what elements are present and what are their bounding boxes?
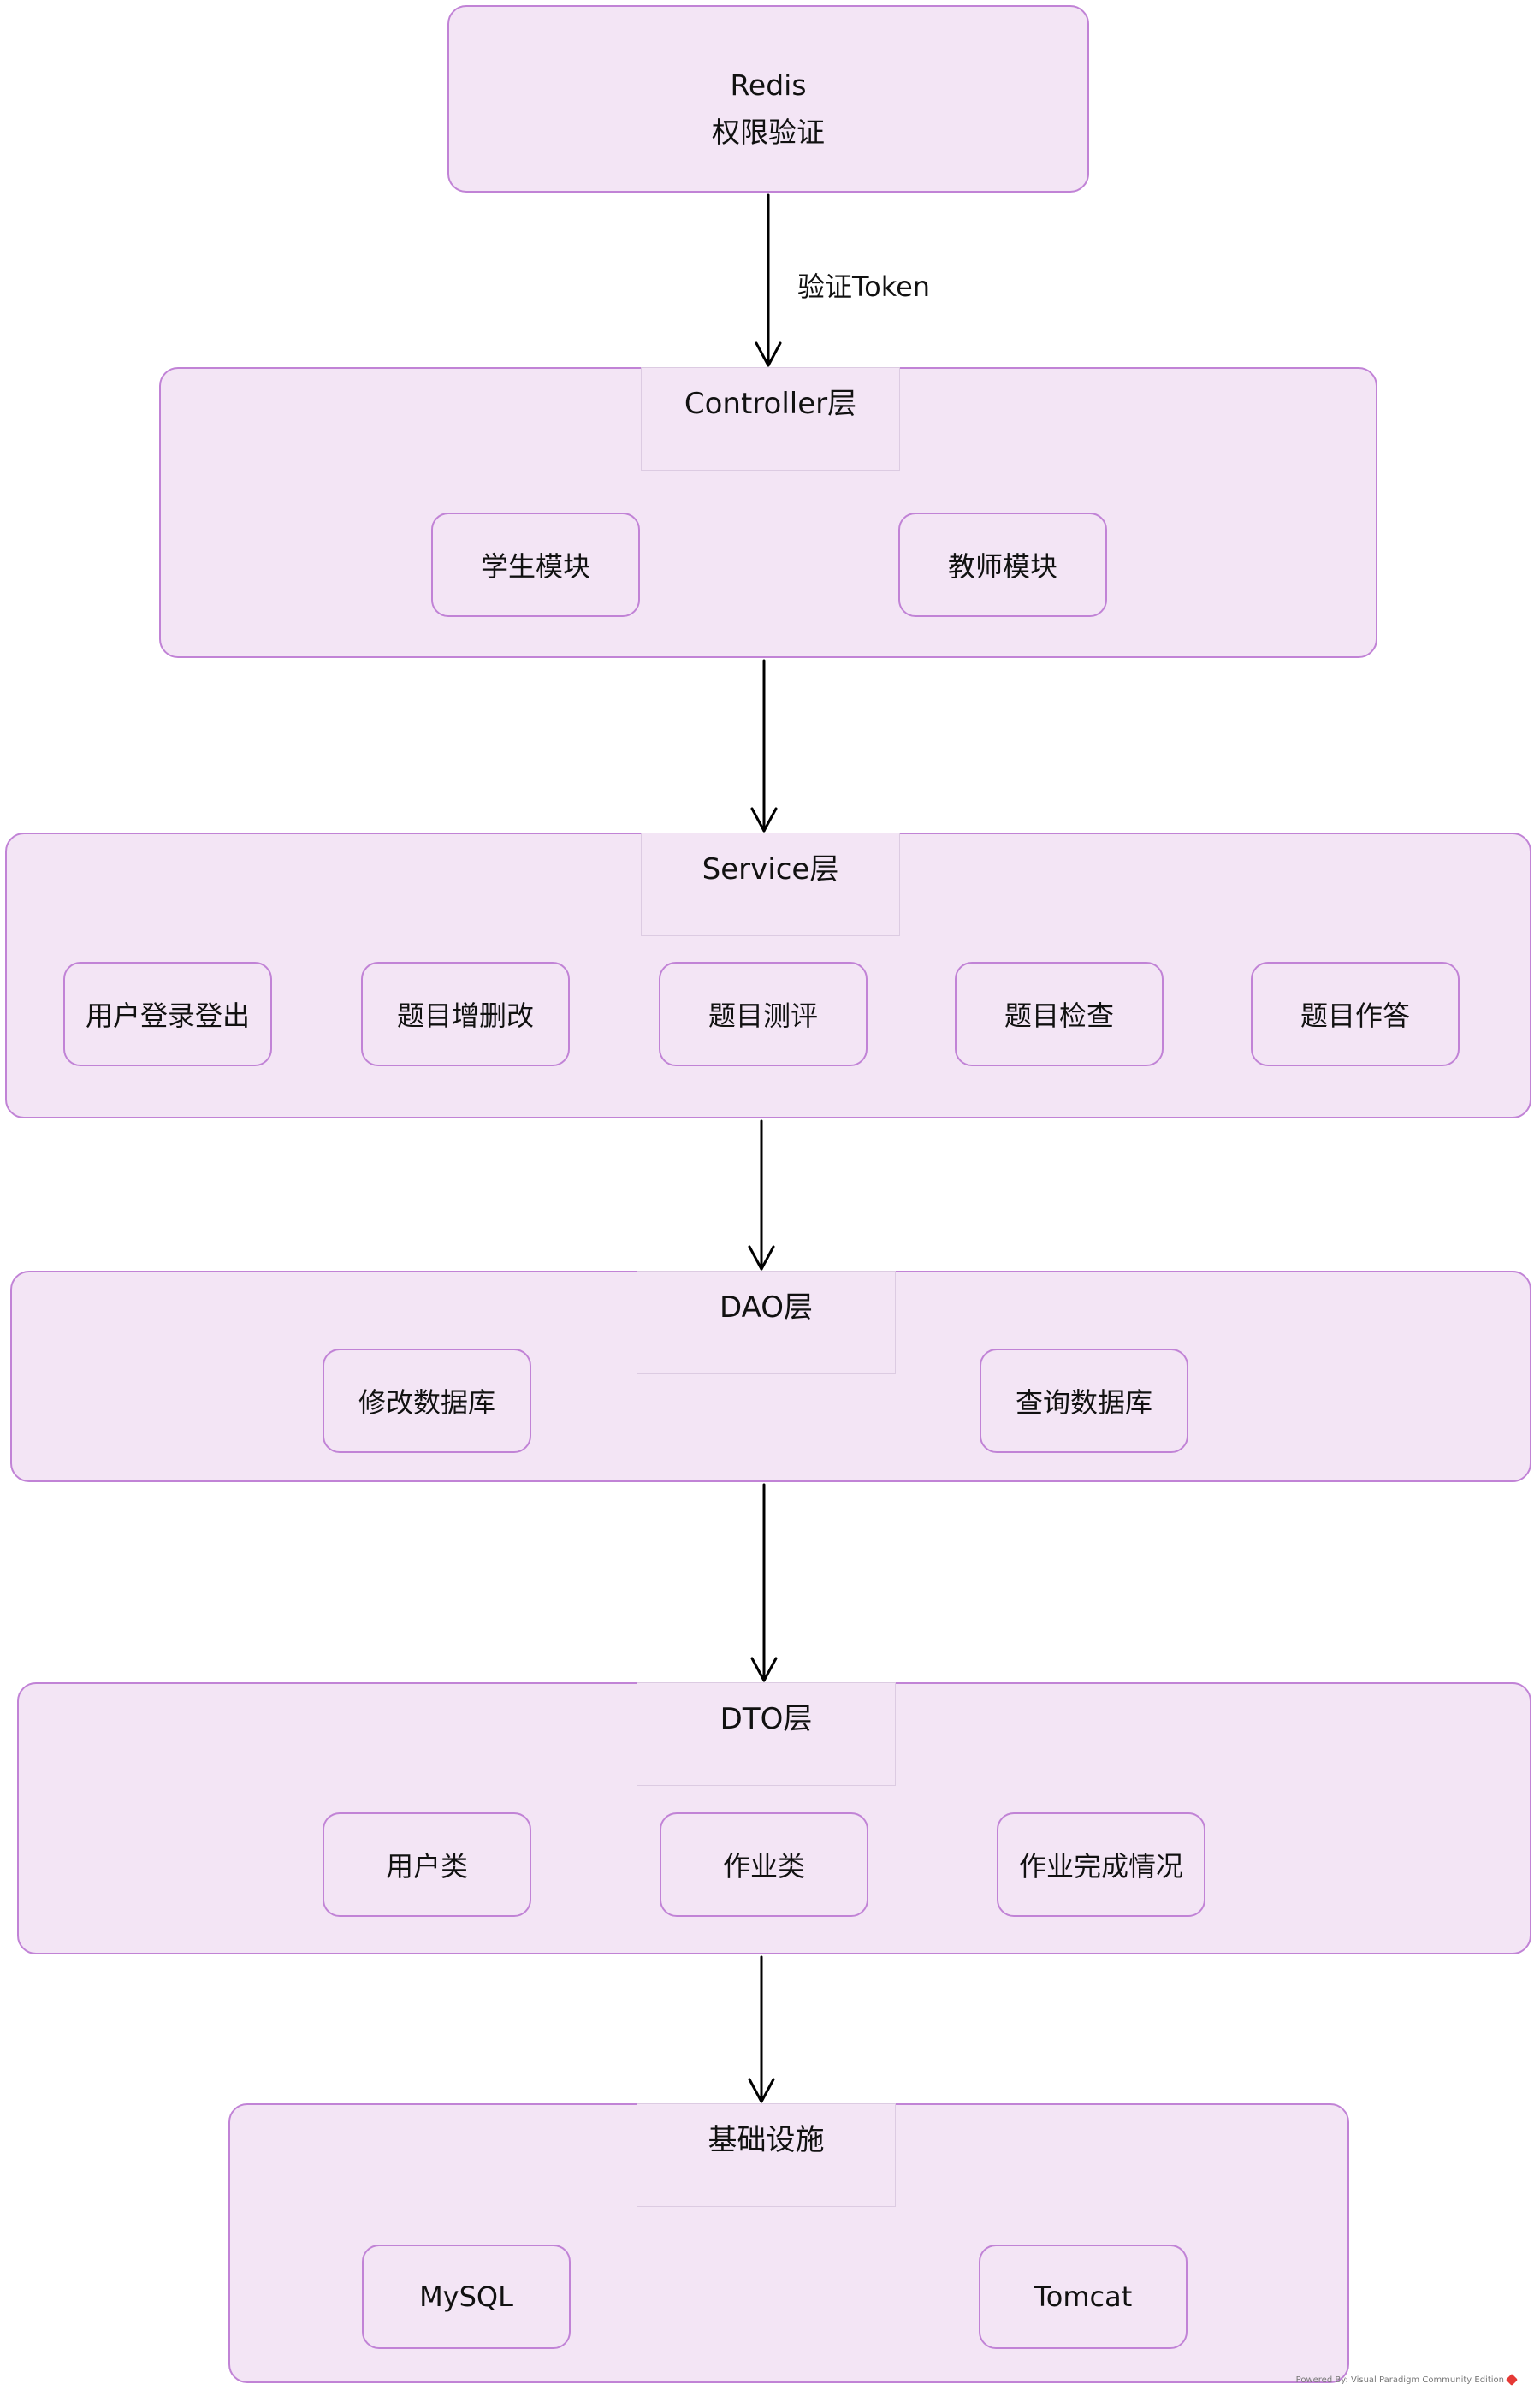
dto-module: 作业完成情况 bbox=[997, 1812, 1205, 1917]
controller-module: 教师模块 bbox=[898, 513, 1107, 617]
edge-label-verify-token: 验证Token bbox=[797, 270, 931, 303]
dao-layer-title: DAO层 bbox=[637, 1271, 896, 1374]
footer-credit: Powered By: Visual Paradigm Community Ed… bbox=[1295, 2373, 1519, 2387]
controller-layer: Controller层 学生模块 教师模块 bbox=[159, 367, 1377, 658]
redis-node: Redis 权限验证 bbox=[447, 5, 1089, 193]
dao-module: 查询数据库 bbox=[980, 1349, 1188, 1453]
infra-module-tomcat: Tomcat bbox=[979, 2245, 1188, 2349]
dao-module: 修改数据库 bbox=[323, 1349, 531, 1453]
service-module: 用户登录登出 bbox=[63, 962, 272, 1066]
service-layer: Service层 用户登录登出 题目增删改 题目测评 题目检查 题目作答 bbox=[5, 833, 1531, 1118]
arrow-dto-to-infra bbox=[748, 1955, 775, 2103]
service-module: 题目作答 bbox=[1251, 962, 1460, 1066]
arrow-service-to-dao bbox=[748, 1119, 775, 1271]
infra-layer-title: 基础设施 bbox=[637, 2103, 896, 2207]
service-module: 题目测评 bbox=[659, 962, 868, 1066]
dto-layer-title: DTO层 bbox=[637, 1682, 896, 1786]
dto-layer: DTO层 用户类 作业类 作业完成情况 bbox=[17, 1682, 1531, 1954]
service-layer-title: Service层 bbox=[641, 833, 900, 936]
infra-layer: 基础设施 MySQL Tomcat bbox=[228, 2103, 1349, 2383]
service-module: 题目检查 bbox=[955, 962, 1164, 1066]
arrow-controller-to-service bbox=[750, 659, 778, 833]
dao-layer: DAO层 修改数据库 查询数据库 bbox=[10, 1271, 1531, 1482]
redis-title: Redis bbox=[730, 68, 807, 102]
arrow-dao-to-dto bbox=[750, 1483, 778, 1682]
visual-paradigm-logo-icon bbox=[1505, 2373, 1519, 2387]
dto-module: 用户类 bbox=[323, 1812, 531, 1917]
dto-module: 作业类 bbox=[660, 1812, 868, 1917]
arrow-redis-to-controller bbox=[755, 193, 782, 367]
service-module: 题目增删改 bbox=[361, 962, 570, 1066]
controller-layer-title: Controller层 bbox=[641, 367, 900, 471]
redis-subtitle: 权限验证 bbox=[712, 116, 825, 149]
infra-module-mysql: MySQL bbox=[362, 2245, 571, 2349]
footer-text: Powered By: Visual Paradigm Community Ed… bbox=[1295, 2375, 1504, 2385]
controller-module: 学生模块 bbox=[431, 513, 640, 617]
